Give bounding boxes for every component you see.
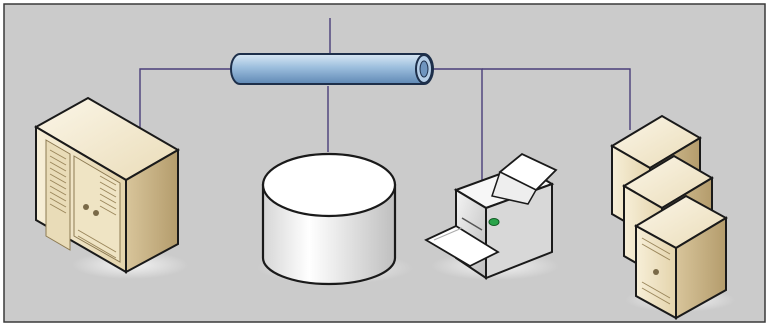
pipe-bus-icon (231, 54, 433, 84)
database-cylinder-icon (257, 154, 413, 284)
